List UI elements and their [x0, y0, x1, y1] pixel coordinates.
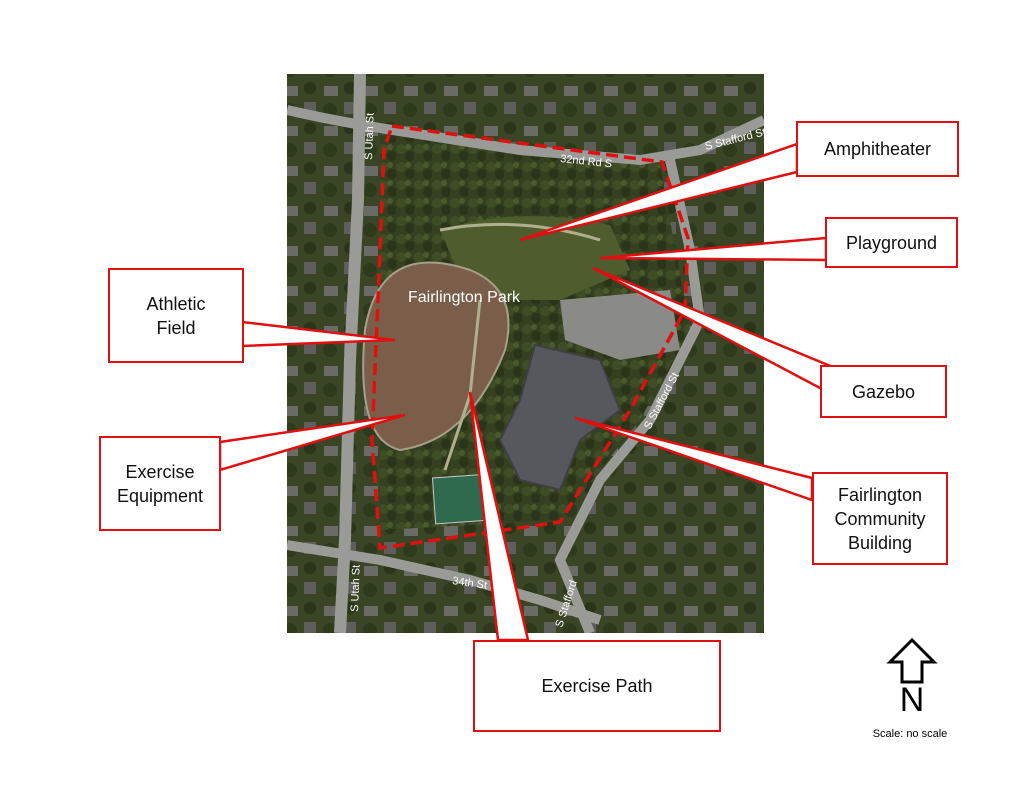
callout-pointers	[218, 142, 843, 642]
community-building-roof	[498, 343, 622, 492]
label-amphitheater[interactable]: Amphitheater	[796, 121, 959, 177]
road-34th	[287, 540, 602, 625]
street-label-s-utah-south: S Utah St	[349, 565, 363, 612]
label-playground[interactable]: Playground	[825, 217, 958, 268]
road-32nd	[287, 105, 764, 166]
park-name-label: Fairlington Park	[408, 289, 521, 306]
label-amphitheater-text: Amphitheater	[823, 139, 932, 159]
label-playground-text: Playground	[845, 232, 938, 253]
label-exercise-equipment-text: Exercise Equipment	[116, 461, 204, 506]
street-label-s-utah-north: S Utah St	[363, 113, 377, 160]
label-athletic-field-text: Athletic Field	[146, 293, 206, 338]
label-exercise-path-text: Exercise Path	[541, 676, 653, 696]
road-s-utah	[334, 74, 366, 633]
label-gazebo-text: Gazebo	[851, 381, 916, 402]
aerial-map: S Utah St 32nd Rd S S Stafford St S Staf…	[287, 74, 764, 633]
label-community-building[interactable]: Fairlington Community Building	[812, 472, 948, 565]
street-label-32nd-rd: 32nd Rd S	[560, 153, 613, 170]
label-exercise-equipment[interactable]: Exercise Equipment	[99, 436, 221, 531]
label-athletic-field[interactable]: Athletic Field	[108, 268, 244, 363]
label-gazebo[interactable]: Gazebo	[820, 365, 947, 418]
label-exercise-path[interactable]: Exercise Path	[473, 640, 721, 732]
label-community-building-text: Fairlington Community Building	[834, 484, 926, 553]
parking-lot	[560, 290, 680, 360]
north-letter: N	[899, 681, 925, 719]
scale-note: Scale: no scale	[872, 728, 948, 740]
north-arrow-icon	[886, 638, 938, 684]
park-boundary	[370, 124, 690, 551]
